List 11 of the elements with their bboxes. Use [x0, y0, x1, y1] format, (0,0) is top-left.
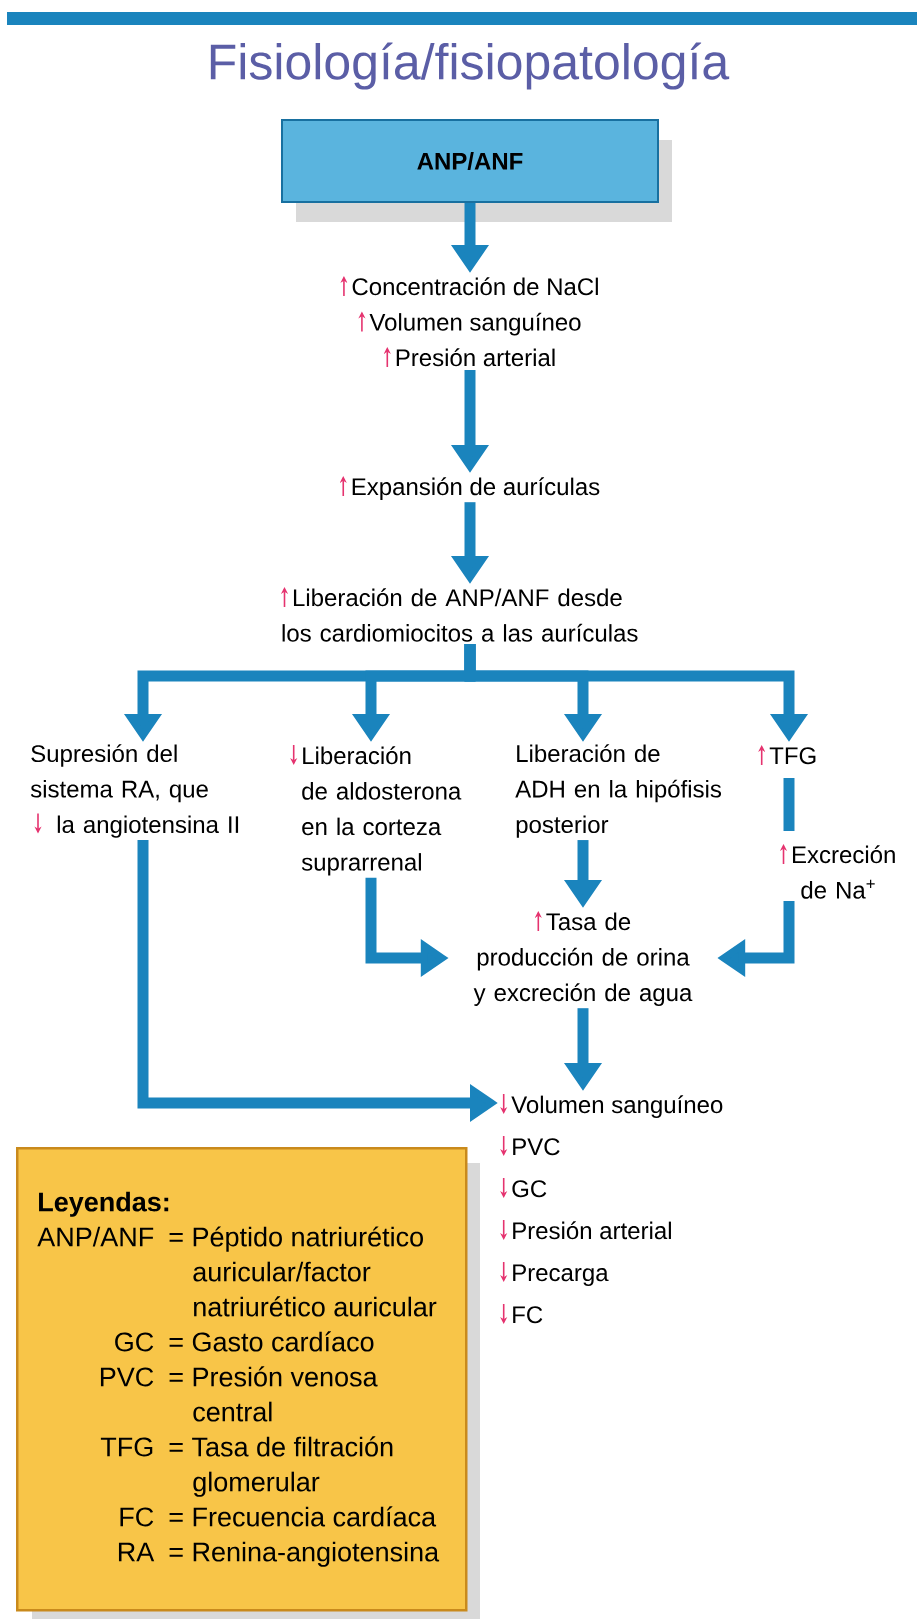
step-text: Excreción de Na$^{+}$	[779, 844, 895, 899]
process-box: ANP/ANF	[281, 119, 672, 222]
step-text: Concentración de NaCl Volumen sanguíneo Presión arterial	[340, 276, 598, 368]
title: Fisiología/fisiopatología	[210, 42, 730, 90]
step-text: Expansión de aurículas	[339, 476, 600, 500]
step-text: Liberación de ANP/ANF desde los cardiomiocitos a las aurículas	[280, 587, 638, 642]
step-text: Tasa de producción de orina y excreción de agua	[473, 911, 693, 1006]
step-text: Liberación de ADH en la hipófisis posterior	[515, 744, 721, 838]
step-text: TFG	[758, 745, 816, 766]
legend-box: Leyendas: ANP/ANF = Péptido natriurético auricular/factor natriurético auricular GC = Gasto cardíaco PVC = Presión venosa central TFG = Tasa de filtración glomerular FC = Frecuencia cardíaca RA = Renina-angiotensina	[16, 1147, 480, 1619]
step-text: Supresión del sistema RA, que la angiotensina II	[30, 744, 239, 838]
